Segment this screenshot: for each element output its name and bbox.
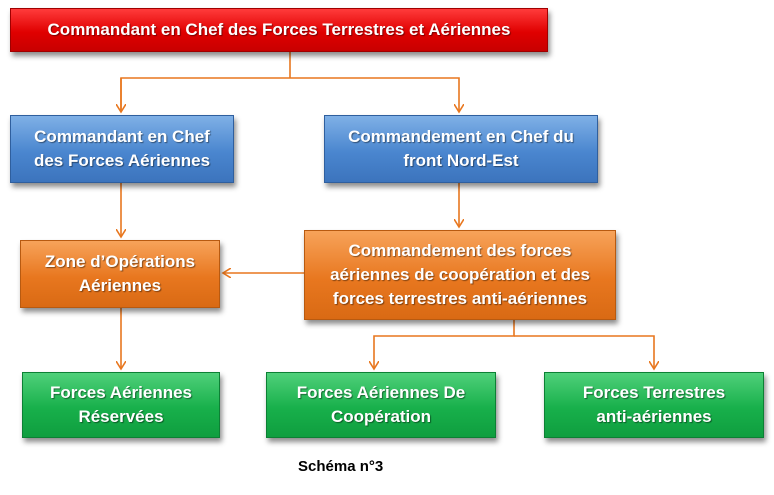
node-forces-terrestres-anti-aeriennes: Forces Terrestres anti-aériennes [544,372,764,438]
node-commandant-chef-forces-aeriennes: Commandant en Chef des Forces Aériennes [10,115,234,183]
connector-o2-to-g3 [514,335,654,369]
node-forces-aeriennes-reservees: Forces Aériennes Réservées [22,372,220,438]
node-zone-operations-aeriennes: Zone d’Opérations Aériennes [20,240,220,308]
connector-top-to-level2 [120,52,459,112]
node-commandement-forces-cooperation: Commandement des forces aériennes de coo… [304,230,616,320]
connector-o2-to-g2 [374,320,515,369]
node-commandement-chef-front-nord-est: Commandement en Chef du front Nord-Est [324,115,598,183]
node-commandant-chef-forces-terrestres-aeriennes: Commandant en Chef des Forces Terrestres… [10,8,548,52]
diagram-caption: Schéma n°3 [298,458,384,475]
node-forces-aeriennes-cooperation: Forces Aériennes De Coopération [266,372,496,438]
